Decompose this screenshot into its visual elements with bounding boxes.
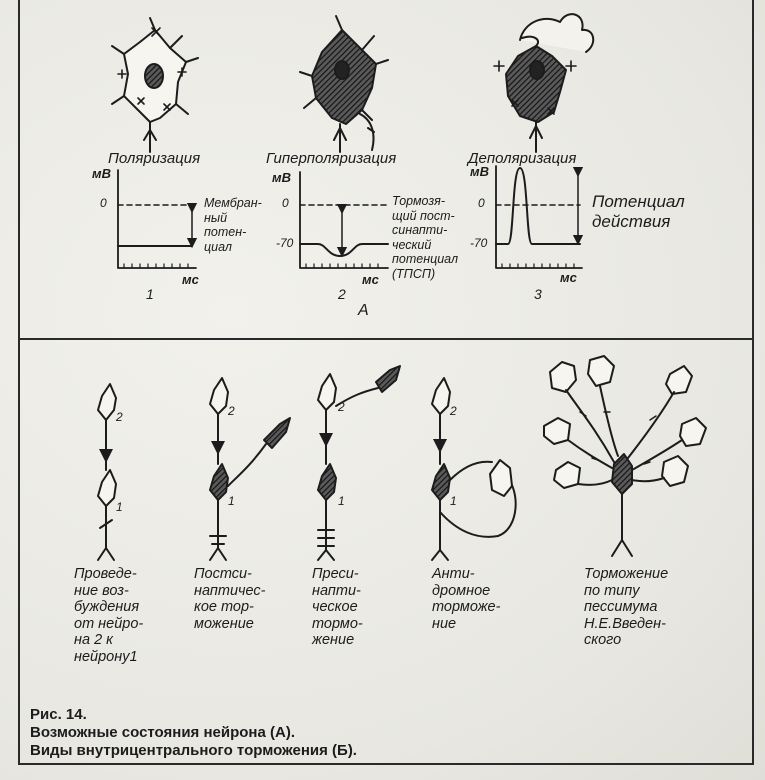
scheme-3-neuron-1: 1: [338, 494, 345, 508]
ipsp-annotation: Тормозя- щий пост- синапти- ческий потен…: [392, 194, 458, 281]
graph-3-tick-minus70: -70: [470, 236, 487, 250]
scheme-2-neuron-1: 1: [228, 494, 235, 508]
scheme-4-neuron-1: 1: [450, 494, 457, 508]
scheme-4-label: Анти- дромное торможе- ние: [432, 566, 500, 632]
state-label-polarization: Поляризация: [108, 150, 200, 167]
membrane-potential-annotation: Мембран- ный потен- циал: [204, 196, 262, 254]
scheme-2-label: Постси- наптичес- кое тор- можение: [194, 566, 266, 632]
graph-3-x-unit: мс: [560, 270, 577, 285]
scheme-postsynaptic: [210, 378, 290, 560]
graph-1-number: 1: [146, 286, 154, 302]
figure-number: Рис. 14.: [30, 706, 87, 723]
graph-1-x-unit: мс: [182, 272, 199, 287]
graph-2-x-unit: мс: [362, 272, 379, 287]
caption-line-1: Возможные состояния нейрона (А).: [30, 724, 295, 741]
scheme-3-label: Преси- напти- ческое тормо- жение: [312, 566, 363, 649]
action-potential-annotation: Потенциал действия: [592, 192, 685, 232]
scheme-conduction: [98, 384, 116, 560]
scheme-1-neuron-1: 1: [116, 500, 123, 514]
scheme-5-label: Торможение по типу пессимума Н.Е.Введен-…: [584, 566, 668, 649]
graph-3-tick-zero: 0: [478, 196, 485, 210]
graph-2-y-unit: мВ: [272, 170, 291, 185]
graph-1-y-unit: мВ: [92, 166, 111, 181]
graph-2-number: 2: [338, 286, 346, 302]
scheme-presynaptic: [318, 366, 400, 560]
graph-2: [300, 172, 388, 268]
caption-line-2: Виды внутрицентрального торможения (Б).: [30, 742, 357, 759]
neuron-depolarized: [494, 14, 593, 152]
graph-3-number: 3: [534, 286, 542, 302]
scheme-3-neuron-2: 2: [338, 400, 345, 414]
scheme-1-label: Проведе- ние воз- буждения от нейро- на …: [74, 566, 143, 665]
neuron-hyperpolarized: [300, 16, 388, 152]
scheme-antidromic: [432, 378, 516, 560]
state-label-hyperpolarization: Гиперполяризация: [266, 150, 396, 167]
graph-3-y-unit: мВ: [470, 164, 489, 179]
panel-label-a: А: [358, 302, 369, 320]
scheme-pessimum: [544, 356, 706, 556]
graph-2-tick-minus70: -70: [276, 236, 293, 250]
scheme-4-neuron-2: 2: [450, 404, 457, 418]
neuron-polarized: [112, 18, 198, 152]
graph-2-tick-zero: 0: [282, 196, 289, 210]
scheme-1-neuron-2: 2: [116, 410, 123, 424]
graph-3: [496, 166, 582, 268]
graph-1: [118, 170, 196, 268]
scheme-2-neuron-2: 2: [228, 404, 235, 418]
graph-1-tick-zero: 0: [100, 196, 107, 210]
